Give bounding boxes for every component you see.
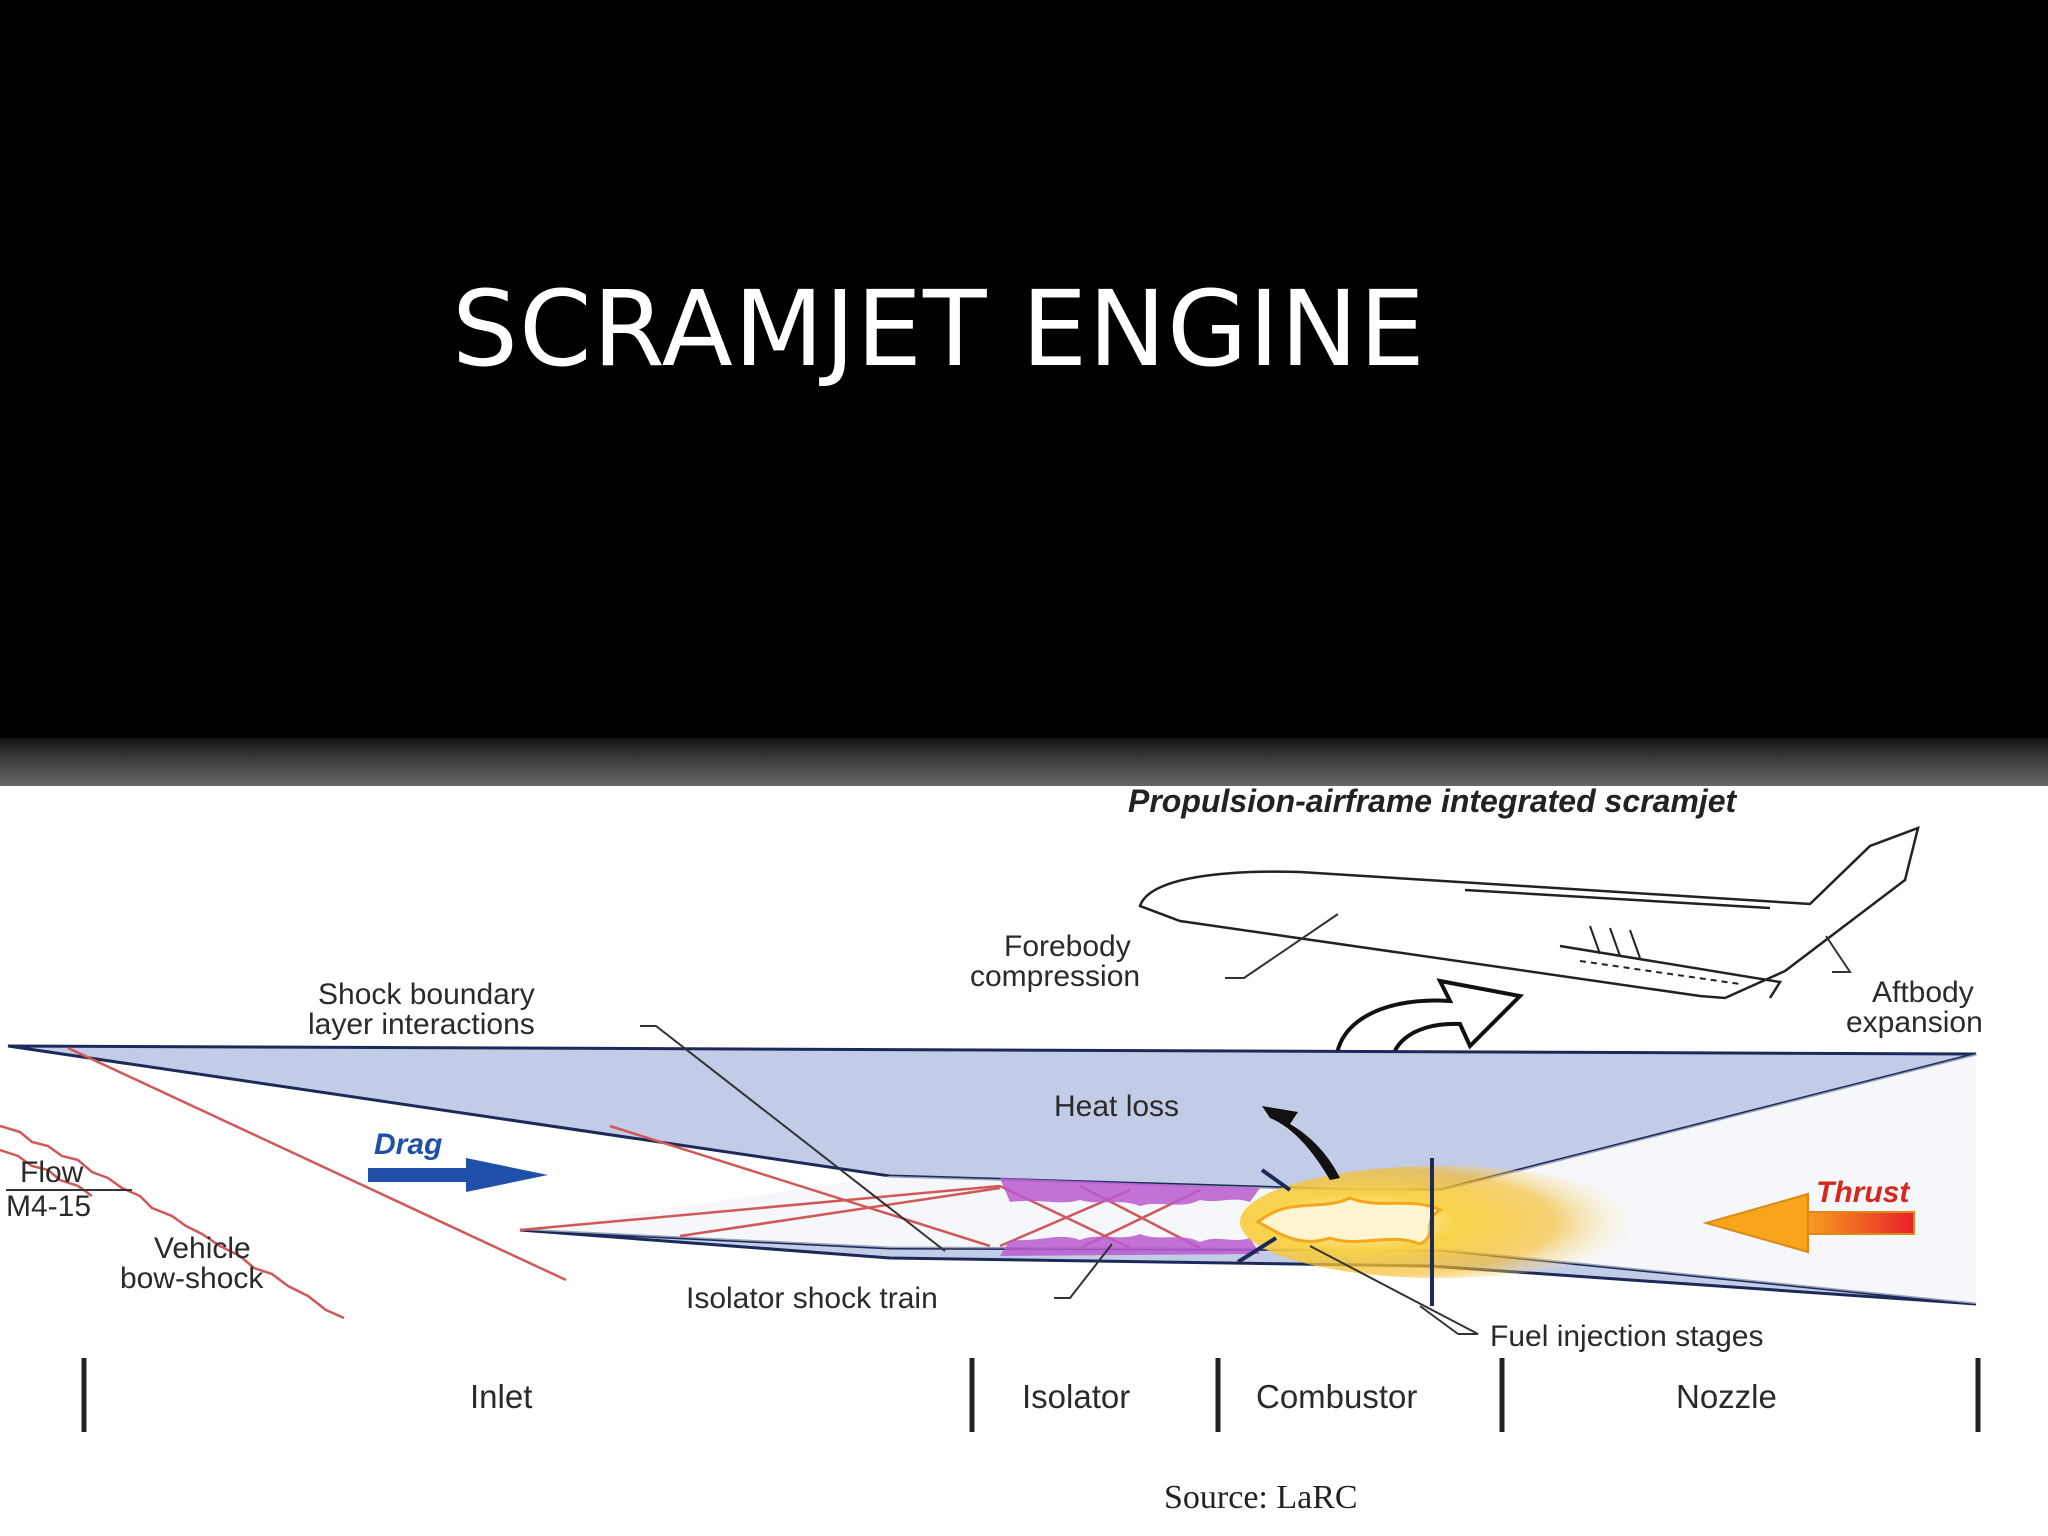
- label-flow: Flow: [20, 1156, 84, 1189]
- section-isolator: Isolator: [1022, 1378, 1130, 1415]
- slide-title: SCRAMJET ENGINE: [452, 268, 1426, 390]
- label-mach: M4-15: [6, 1190, 91, 1223]
- label-forebody-line2: compression: [970, 960, 1140, 993]
- label-forebody-line1: Forebody: [1004, 930, 1131, 963]
- source-credit: Source: LaRC: [1164, 1479, 1358, 1516]
- drag-arrow: [368, 1158, 548, 1192]
- heat-loss-arrow: [1262, 1106, 1340, 1180]
- thrust-label: Thrust: [1816, 1176, 1911, 1209]
- vehicle-sketch: [1138, 825, 1920, 1000]
- combustion-flame: [1240, 1166, 1640, 1278]
- shock-train-lower: [1000, 1234, 1260, 1256]
- label-bow-line2: bow-shock: [120, 1262, 264, 1295]
- shock-train-upper: [1000, 1178, 1260, 1206]
- inlet-shocks: [67, 1046, 1201, 1282]
- leader-lines: [640, 913, 1852, 1335]
- title-divider-band: [0, 738, 2048, 788]
- label-bow-line1: Vehicle: [154, 1232, 251, 1265]
- section-combustor: Combustor: [1256, 1378, 1417, 1415]
- label-heat-loss: Heat loss: [1054, 1090, 1179, 1123]
- label-isolator-train: Isolator shock train: [686, 1282, 938, 1315]
- section-nozzle: Nozzle: [1676, 1378, 1777, 1415]
- section-dividers: [81, 1358, 1981, 1432]
- label-fuel-injection: Fuel injection stages: [1490, 1320, 1764, 1353]
- label-aftbody-line1: Aftbody: [1872, 976, 1974, 1009]
- drag-label: Drag: [374, 1128, 442, 1161]
- label-shock-bl-line2: layer interactions: [308, 1008, 535, 1041]
- injection-markers: [1236, 1158, 1434, 1306]
- bow-shock-lines: [0, 1124, 345, 1320]
- section-inlet: Inlet: [470, 1378, 532, 1415]
- scramjet-diagram: Propulsion-airframe integrated scramjet: [0, 786, 1983, 1516]
- label-aftbody-line2: expansion: [1846, 1006, 1983, 1039]
- label-shock-bl-line1: Shock boundary: [318, 978, 535, 1011]
- diagram-heading: Propulsion-airframe integrated scramjet: [1128, 786, 1738, 819]
- thrust-arrow: [1702, 1192, 1915, 1254]
